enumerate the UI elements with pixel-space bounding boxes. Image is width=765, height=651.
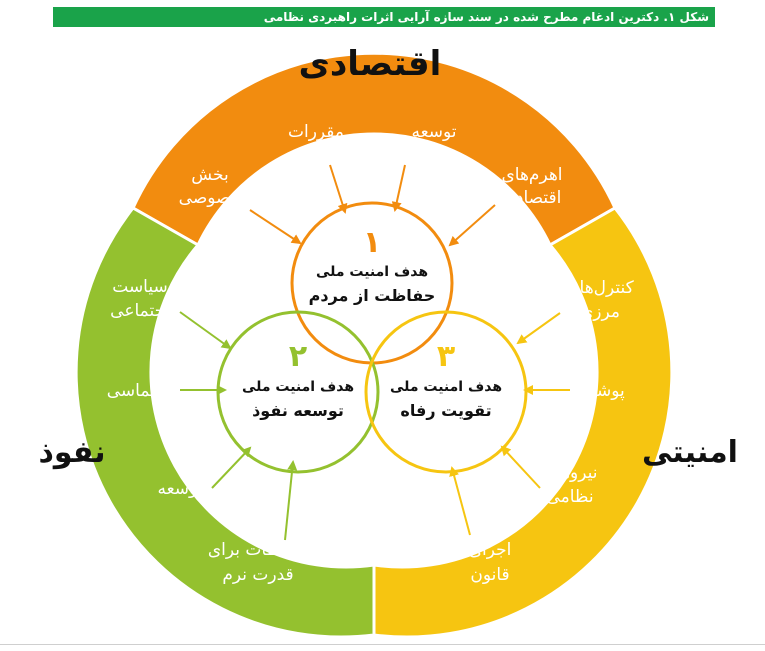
security-item-border-control-line1: کنترل‌های (566, 278, 634, 298)
arrow-economic-1 (329, 164, 348, 214)
goal-3-number: ۳ (437, 339, 455, 374)
arrow-security-1 (516, 312, 561, 345)
influence-item-soft-power-line2: قدرت نرم (222, 565, 293, 585)
goal-circle-2 (216, 310, 380, 474)
security-sector (372, 206, 674, 639)
goal-3-goal: تقویت رفاه (400, 401, 491, 420)
influence-item-social-policy-line1: سیاست (112, 277, 168, 297)
influence-item-development: توسعه (157, 479, 202, 499)
arrow-influence-4 (284, 460, 298, 541)
influence-item-soft-power-line1: ارتباطات برای (208, 540, 308, 560)
goal-1-number: ۱ (363, 225, 381, 260)
security-item-coverage: پوشش (575, 381, 625, 401)
economic-item-private-sector-line1: بخش (191, 165, 228, 185)
economic-item-development: توسعه (411, 122, 456, 142)
goal-circle-3 (364, 310, 528, 474)
security-item-military-line2: نظامی (546, 487, 593, 507)
goal-2-number: ۲ (289, 339, 307, 374)
influence-item-social-policy-line2: اجتماعی (110, 301, 170, 321)
goal-2-label: هدف امنیت ملی (242, 379, 354, 395)
economic-sector (131, 51, 617, 248)
arrow-economic-2 (391, 164, 406, 212)
arrow-security-4 (449, 466, 471, 536)
goal-1-label: هدف امنیت ملی (316, 264, 428, 280)
arrow-economic-3 (249, 209, 302, 245)
influence-sector (74, 206, 376, 639)
goal-3-label: هدف امنیت ملی (390, 379, 502, 395)
economic-title: اقتصادی (299, 44, 442, 84)
arrow-economic-4 (448, 204, 496, 247)
security-title: امنیتی (642, 435, 738, 470)
security-item-law-enforcement-line1: اجرای (469, 540, 512, 560)
security-item-border-control-line2: مرزی (580, 302, 620, 322)
security-item-military-line1: نیروهای (543, 463, 598, 483)
economic-item-levers-line2: اقتصادی (503, 188, 562, 208)
influence-title: نفوذ (38, 435, 105, 470)
security-item-law-enforcement-line2: قانون (470, 565, 509, 585)
bottom-divider (0, 644, 765, 645)
economic-item-private-sector-line2: خصوصی (179, 188, 242, 208)
goal-1-goal: حفاظت از مردم (309, 286, 436, 305)
economic-item-levers-line1: اهرم‌های (501, 165, 562, 185)
arrow-security-3 (500, 445, 541, 489)
influence-item-diplomacy: دیپلماسی (107, 381, 173, 401)
goal-2-goal: توسعه نفوذ (252, 401, 344, 420)
arrow-influence-1 (179, 311, 232, 350)
arrow-influence-3 (211, 446, 252, 489)
figure-caption: شکل ۱. دکترین ادغام مطرح شده در سند سازه… (53, 7, 715, 27)
economic-item-regulations: مقررات (288, 122, 344, 142)
